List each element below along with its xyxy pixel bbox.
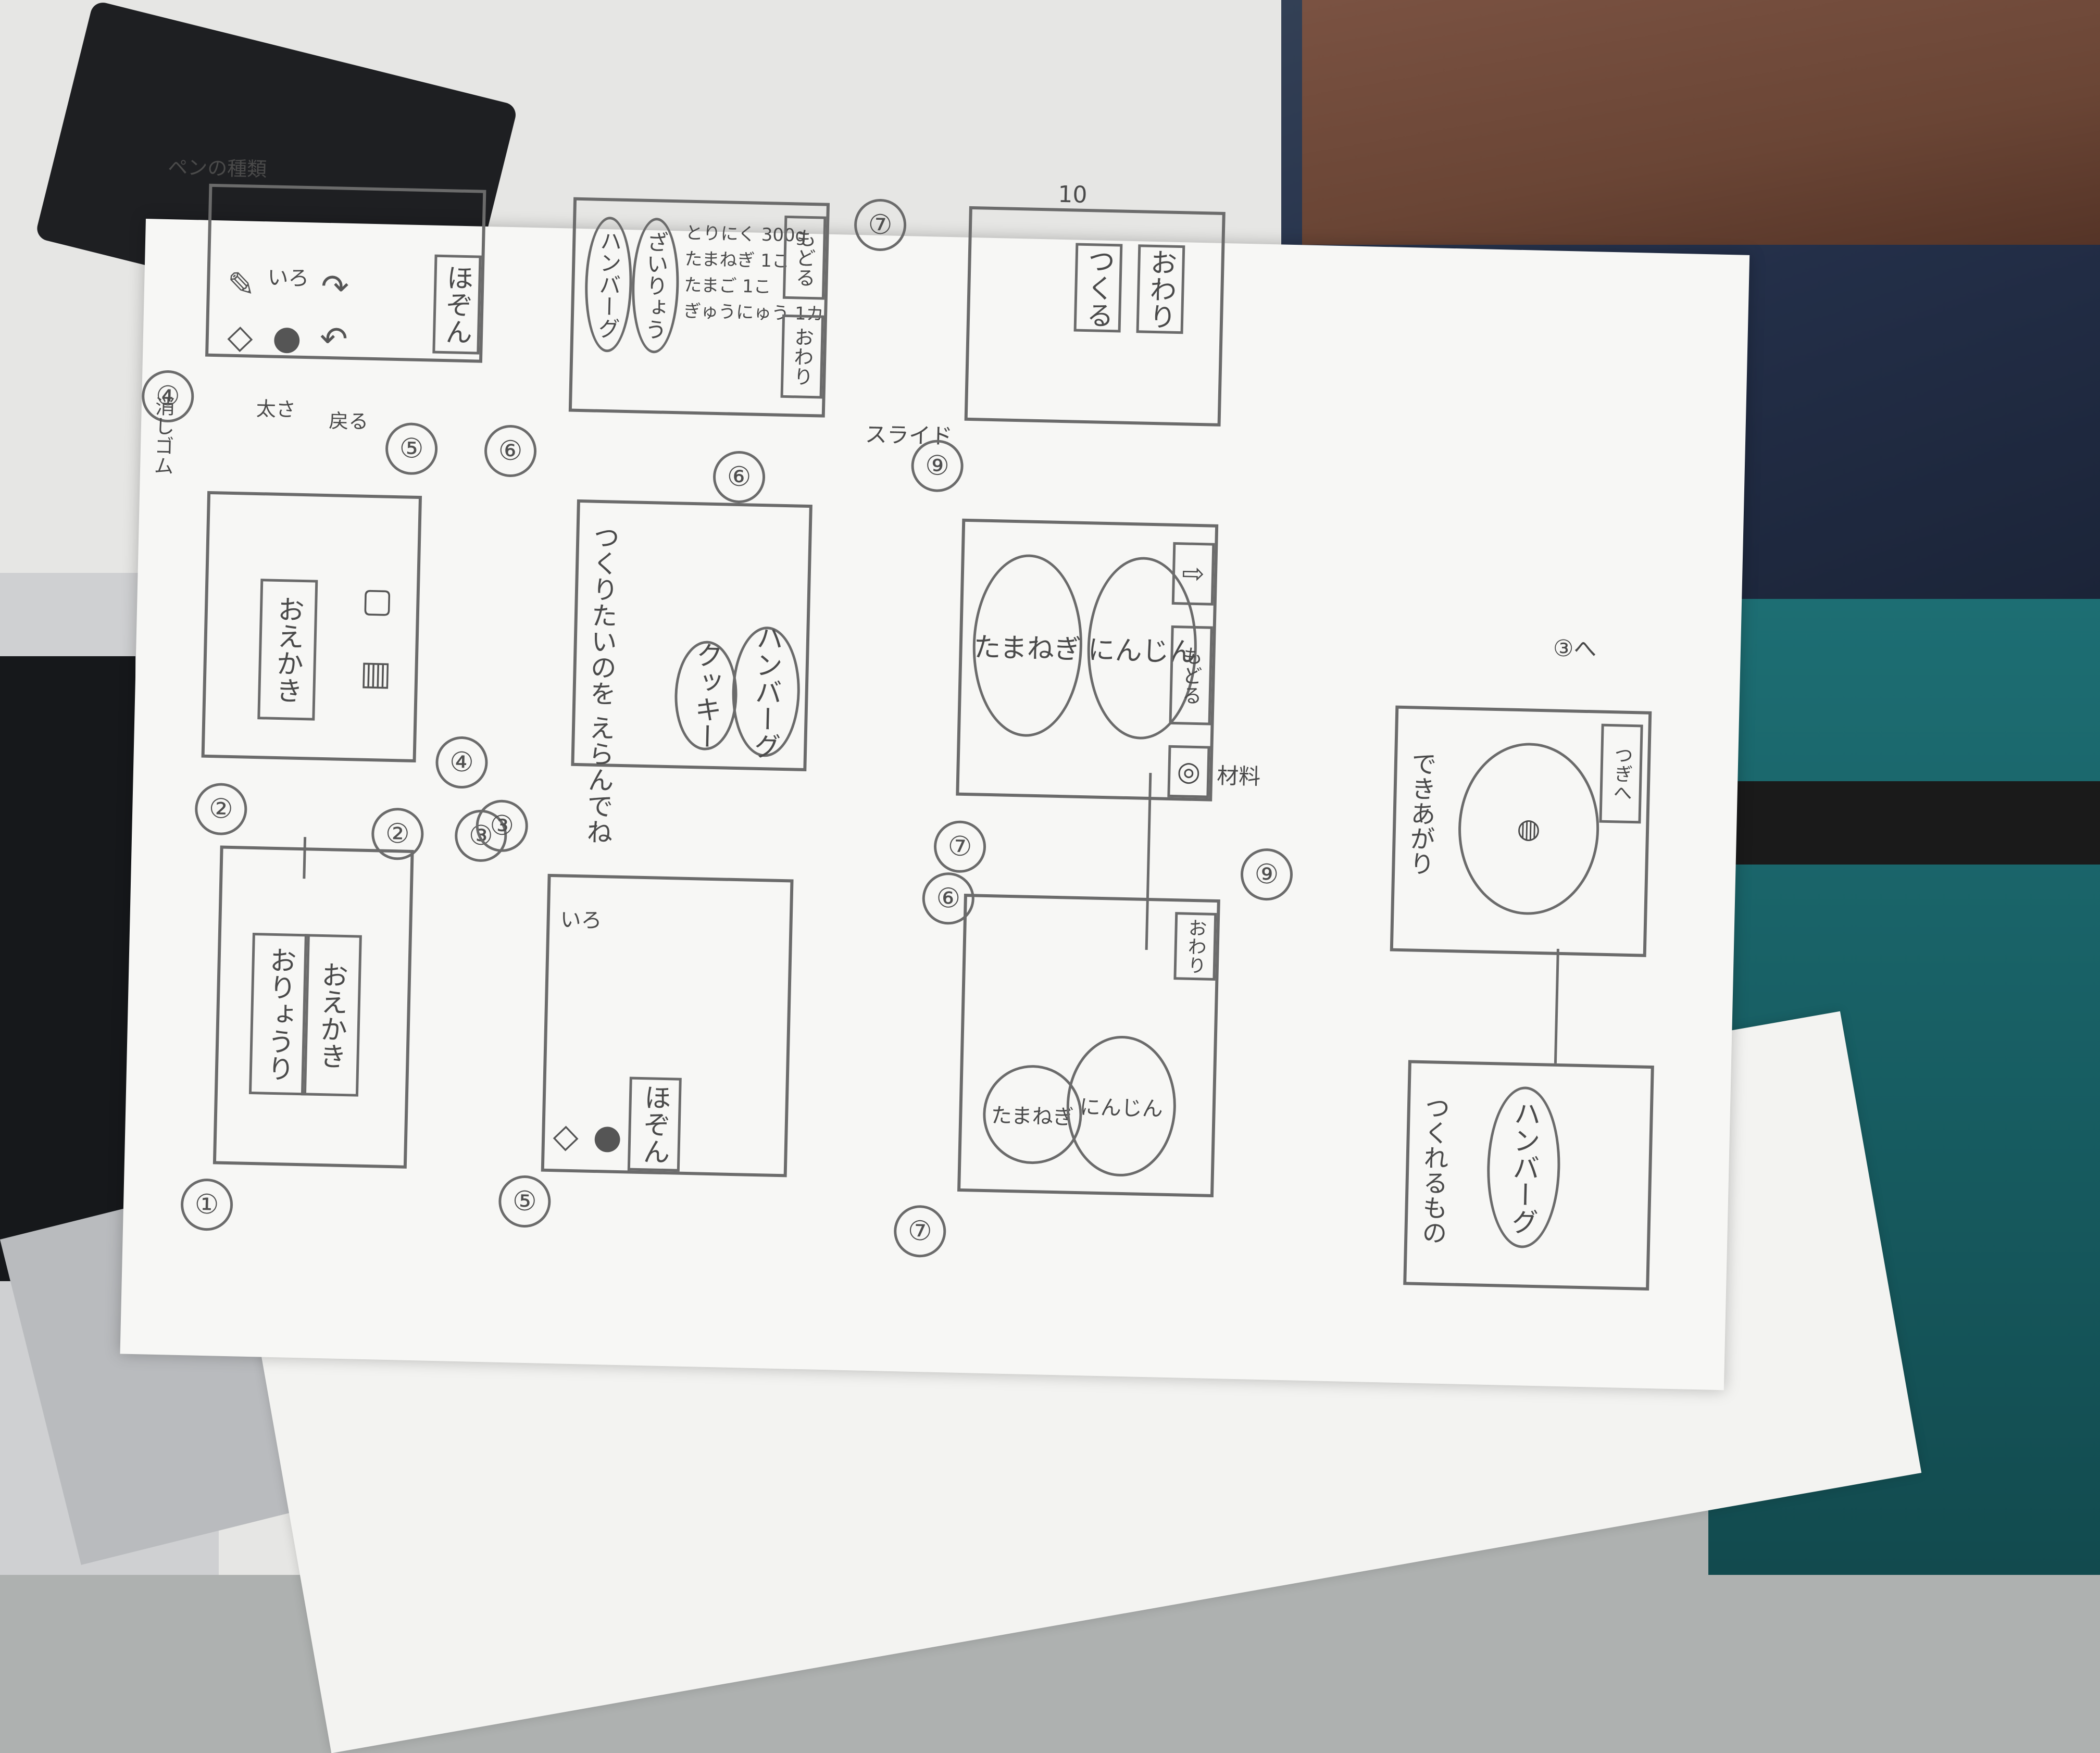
chair-gap	[1698, 781, 2100, 865]
screen2-frame: ▢ ▥ おえかき	[201, 491, 422, 763]
hamburg-pill[interactable]: ハンバーグ	[730, 624, 802, 760]
eraser-icon[interactable]: ◇	[227, 317, 254, 357]
screen8-make-button[interactable]: つくる	[1073, 243, 1123, 333]
screen6-sub: ざいりょう	[630, 217, 681, 354]
screen2-callout-a: ④	[435, 735, 489, 790]
undo-label: 戻る	[328, 409, 369, 433]
screen6-back-button[interactable]: もどる	[782, 215, 827, 300]
sketch-sheet: ① おえかき おりょうり ② ③ ② ▢ ▥ おえかき ④ ⑤ ④ ◇ ✎ ● …	[120, 156, 1750, 1391]
eraser-label: 消しゴム	[150, 396, 176, 476]
screen3-number: ③	[475, 799, 529, 853]
screen6-next-button[interactable]: おわり	[780, 314, 824, 399]
canvas-eraser-icon[interactable]: ◇	[552, 1117, 579, 1156]
screen6-number: ⑥	[483, 424, 538, 478]
screen8-callout: 10	[1057, 181, 1088, 208]
screen1-callout-a: ②	[371, 807, 424, 861]
screen10-title: できあがり	[1404, 750, 1437, 876]
person-arm	[1302, 0, 2100, 245]
connector-line	[1554, 948, 1559, 1063]
size-label: 太さ	[256, 397, 296, 421]
screen6-callout: ⑦	[853, 198, 907, 252]
screen6-title: ハンバーグ	[583, 216, 634, 353]
screen2-callout-b: ⑤	[384, 422, 439, 475]
screen2-oekaki-button[interactable]: おえかき	[257, 579, 318, 721]
pencil-icon[interactable]: ✎	[227, 265, 256, 305]
screen7-back-button[interactable]: もどる	[1169, 625, 1213, 725]
screen7-bag-icon[interactable]: ◎	[1167, 745, 1210, 798]
screen9-corner-button[interactable]: おわり	[1173, 912, 1217, 981]
book-icon: ▥	[359, 654, 392, 693]
screen1-frame: おえかき おりょうり	[213, 845, 414, 1169]
screen9-number: ⑦	[893, 1205, 947, 1258]
dot-icon[interactable]: ●	[272, 318, 302, 358]
screen11-frame: つくれるもの ハンバーグ	[1403, 1060, 1654, 1291]
screen10-callout: ③へ	[1553, 635, 1597, 663]
screen3-callout: ⑥	[712, 450, 766, 504]
screen7-number: ⑦	[933, 820, 987, 873]
dish-illustration: ◍	[1456, 741, 1601, 917]
onion-card[interactable]: たまねぎ	[970, 553, 1084, 738]
redo-icon[interactable]: ↷	[320, 267, 349, 307]
palette-icon: ▢	[361, 581, 394, 620]
screen3-frame: つくりたいのを えらんでね クッキー ハンバーグ	[571, 499, 813, 845]
screen1-number: ①	[180, 1178, 234, 1232]
screen11-hamburg-pill[interactable]: ハンバーグ	[1485, 1085, 1562, 1249]
screen11-title: つくれるもの	[1417, 1094, 1450, 1246]
screen9-callout-b: ⑨	[1240, 848, 1294, 901]
screen5-size-text: いろ	[560, 908, 603, 933]
screen4-frame: ◇ ✎ ● いろ ↶ ↷ ほぞん	[205, 183, 486, 363]
screen9-item-b[interactable]: にんじん	[1065, 1034, 1178, 1178]
screen5-save-button[interactable]: ほぞん	[627, 1076, 682, 1172]
screen8-number: ⑨	[910, 439, 964, 493]
screen6-ing2: たまねぎ 1こ	[684, 248, 790, 272]
screen5-frame: ◇ ● ほぞん いろ	[541, 873, 794, 1178]
cookie-pill[interactable]: クッキー	[673, 640, 739, 751]
screen8-frame: つくる おわり	[964, 206, 1226, 427]
undo-icon[interactable]: ↶	[319, 319, 348, 359]
screen4-save-button[interactable]: ほぞん	[432, 254, 482, 355]
screen8-end-button[interactable]: おわり	[1136, 244, 1185, 334]
screen9-frame: たまねぎ にんじん おわり	[957, 893, 1220, 1197]
screen5-number: ⑤	[498, 1174, 552, 1229]
screen4-size-text: いろ	[267, 266, 309, 291]
screen2-number: ②	[194, 782, 248, 836]
onion-label: たまねぎ	[973, 631, 1082, 666]
screen1-ryouri-button[interactable]: おりょうり	[248, 933, 310, 1096]
screen10-frame: できあがり ◍ つぎへ	[1390, 705, 1652, 957]
pen-type-label: ペンの種類	[167, 155, 267, 181]
screen3-prompt: つくりたいのを えらんでね	[582, 523, 620, 845]
screen7-next-icon[interactable]: ⇨	[1171, 542, 1215, 606]
laptop-screen	[0, 656, 135, 1281]
screen6-ing3: たまご 1こ	[683, 274, 772, 298]
screen10-next-button[interactable]: つぎへ	[1599, 723, 1643, 824]
screen7-frame: たまねぎ にんじん ◎ もどる ⇨	[956, 518, 1219, 802]
canvas-dot-icon[interactable]: ●	[592, 1117, 622, 1157]
screen1-oekaki-button[interactable]: おえかき	[301, 934, 362, 1097]
ingredients-label: 材料	[1216, 762, 1261, 790]
screen6-frame: ハンバーグ ざいりょう とりにく 300g たまねぎ 1こ たまご 1こ ぎゅう…	[568, 197, 830, 418]
